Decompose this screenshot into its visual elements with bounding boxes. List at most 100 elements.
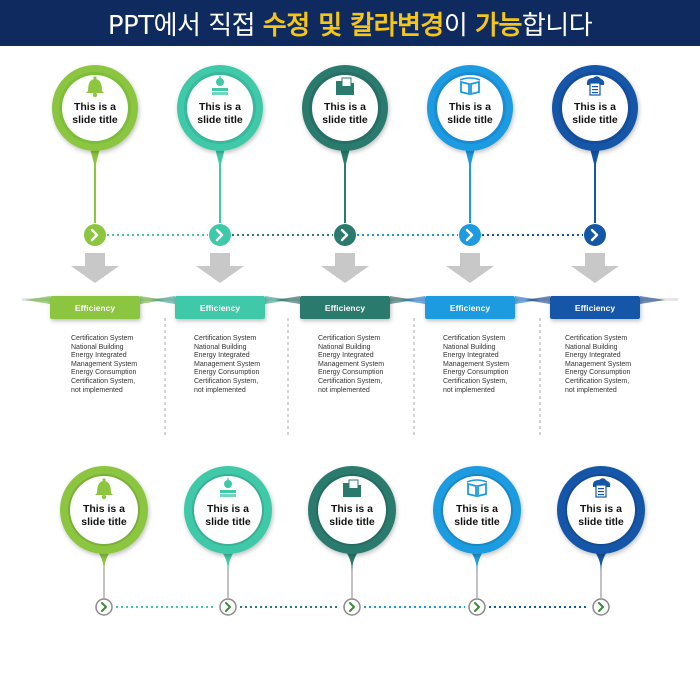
label-tab-box <box>300 296 390 319</box>
description-line: Certification System, <box>565 377 630 385</box>
cloud-document-icon <box>592 478 611 498</box>
down-arrow-icon <box>446 253 494 283</box>
chevron-circle <box>592 598 610 616</box>
ribbon-fold-left <box>275 296 300 304</box>
label-tab-text: Efficiency <box>75 303 115 313</box>
pin-title-line-1: This is a <box>74 101 116 113</box>
description-line: Management System <box>71 360 138 368</box>
description-line: Management System <box>443 360 510 368</box>
chevron-circle <box>209 224 231 246</box>
description-line: Management System <box>318 360 385 368</box>
description-line: Energy Integrated <box>318 352 374 360</box>
chevron-right-icon <box>598 602 604 612</box>
pin-title-line-1: This is a <box>456 503 498 515</box>
bell-icon <box>86 76 104 98</box>
ribbon-fold-left <box>400 296 425 304</box>
description-line: not implemented <box>565 386 617 394</box>
description-line: Energy Integrated <box>565 352 621 360</box>
pin-title-line-1: This is a <box>324 101 366 113</box>
pin-title-line-1: This is a <box>83 503 125 515</box>
pin-title-line-1: This is a <box>331 503 373 515</box>
folder-icon <box>336 77 354 95</box>
chevron-right-icon <box>465 228 474 242</box>
pin-title-line-2: slide title <box>205 516 251 528</box>
down-arrow-icon <box>71 253 119 283</box>
pin-title-line-2: slide title <box>329 516 375 528</box>
chevron-right-icon <box>225 602 231 612</box>
label-tab-box <box>550 296 640 319</box>
pin-face <box>312 75 378 141</box>
description-line: Energy Integrated <box>443 352 499 360</box>
ribbon-fold-right <box>640 296 665 304</box>
chevron-circle <box>468 598 486 616</box>
label-tab-box <box>175 296 265 319</box>
pin-title-line-2: slide title <box>447 114 493 126</box>
pin-face <box>194 476 262 544</box>
chevron-circle <box>584 224 606 246</box>
description-line: Certification System, <box>443 377 508 385</box>
label-tab-4: Efficiency <box>400 296 540 319</box>
pin-face <box>62 75 128 141</box>
folder-icon <box>343 479 361 497</box>
chevron-circle <box>84 224 106 246</box>
description-line: Certification System <box>565 335 628 342</box>
description-line: not implemented <box>318 386 370 394</box>
apple-books-icon <box>212 76 228 95</box>
chevron-right-icon <box>349 602 355 612</box>
description-line: National Building <box>318 343 371 351</box>
chevron-right-icon <box>590 228 599 242</box>
pin-title-line-1: This is a <box>580 503 622 515</box>
label-tab-1: Efficiency <box>25 296 165 319</box>
description-line: National Building <box>565 343 618 351</box>
description-line: Energy Consumption <box>318 369 384 377</box>
title-banner: PPT에서 직접 수정 및 칼라변경이 가능합니다 <box>0 0 700 46</box>
ribbon-fold-left <box>150 296 175 304</box>
label-tab-text: Efficiency <box>450 303 490 313</box>
pin-title-line-1: This is a <box>207 503 249 515</box>
description-line: not implemented <box>71 386 123 394</box>
open-book-icon <box>466 479 488 498</box>
pin-face <box>567 476 635 544</box>
open-book-icon <box>459 77 481 96</box>
description-line: National Building <box>443 343 496 351</box>
chevron-right-icon <box>215 228 224 242</box>
description-line: Energy Integrated <box>71 352 127 360</box>
description-line: Management System <box>194 360 261 368</box>
banner-text-part: 합니다 <box>521 10 593 41</box>
pin-title-line-1: This is a <box>199 101 241 113</box>
chevron-right-icon <box>340 228 349 242</box>
chevron-circle <box>219 598 237 616</box>
chevron-right-icon <box>101 602 107 612</box>
pin-title-line-2: slide title <box>578 516 624 528</box>
label-tab-box <box>50 296 140 319</box>
pin-face <box>318 476 386 544</box>
pin-face <box>443 476 511 544</box>
label-tab-text: Efficiency <box>325 303 365 313</box>
description-line: Certification System <box>71 335 134 342</box>
ribbon-fold-left <box>25 296 50 304</box>
description-line: Certification System, <box>71 377 136 385</box>
description-line: Energy Integrated <box>194 352 250 360</box>
cloud-document-icon <box>586 76 605 96</box>
banner-text-part: PPT에서 직접 <box>107 10 263 41</box>
label-tab-text: Efficiency <box>200 303 240 313</box>
description-line: Energy Consumption <box>565 369 631 377</box>
pin-title-line-2: slide title <box>81 516 127 528</box>
description-line: Certification System <box>194 335 257 342</box>
banner-text-part: 이 <box>443 10 476 41</box>
pin-face <box>187 75 253 141</box>
down-arrow-icon <box>321 253 369 283</box>
label-tab-3: Efficiency <box>275 296 415 319</box>
